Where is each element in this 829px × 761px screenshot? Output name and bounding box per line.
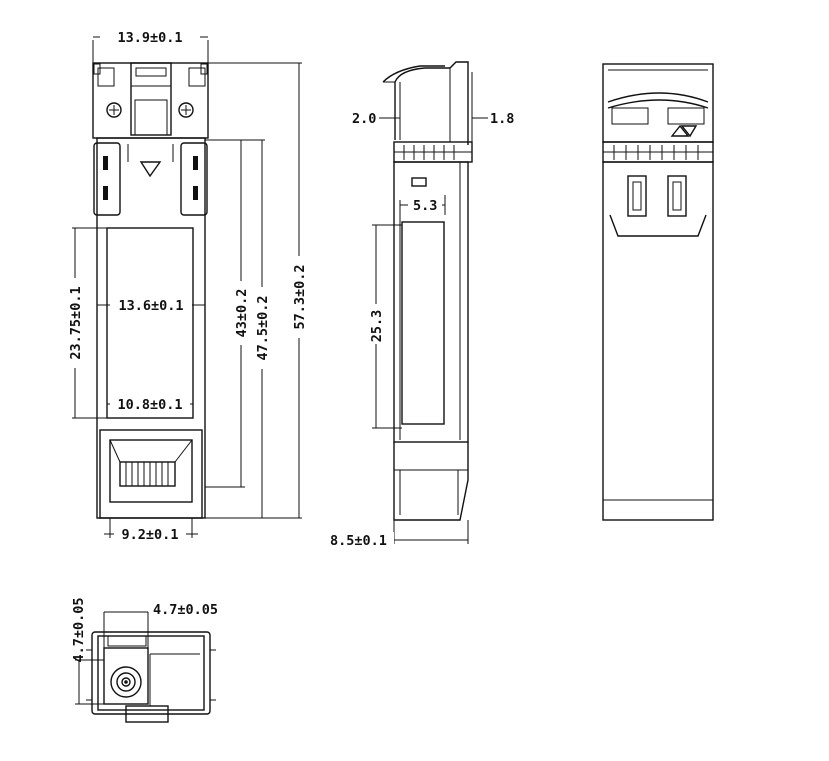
- dim-end-width: 4.7±0.05: [153, 602, 218, 618]
- dim-label-height: 23.75±0.1: [68, 286, 84, 359]
- top-view: [92, 62, 209, 519]
- bottom-view: [602, 63, 714, 521]
- end-view-dimension-lines: [75, 611, 149, 705]
- dim-top-width: 13.9±0.1: [117, 30, 182, 46]
- dimension-labels: 13.9±0.1 13.6±0.1 10.8±0.1 23.75±0.1 43±…: [67, 29, 514, 663]
- side-view-dimension-lines: [372, 117, 488, 544]
- dim-label-width: 13.6±0.1: [118, 298, 183, 314]
- dim-length-43: 43±0.2: [234, 289, 250, 338]
- dim-end-height: 4.7±0.05: [71, 597, 87, 662]
- dim-side-offset: 5.3: [413, 198, 437, 214]
- dim-side-label-height: 25.3: [369, 310, 385, 343]
- end-view: [86, 631, 216, 723]
- dim-bottom-width: 9.2±0.1: [122, 527, 179, 543]
- dim-side-left: 2.0: [352, 111, 376, 127]
- dim-label-inner-width: 10.8±0.1: [117, 397, 182, 413]
- dim-length-total: 57.3±0.2: [292, 264, 308, 329]
- side-view: [382, 61, 473, 521]
- dim-length-47-5: 47.5±0.2: [255, 295, 271, 360]
- dim-side-right: 1.8: [490, 111, 514, 127]
- dim-side-depth: 8.5±0.1: [330, 533, 387, 549]
